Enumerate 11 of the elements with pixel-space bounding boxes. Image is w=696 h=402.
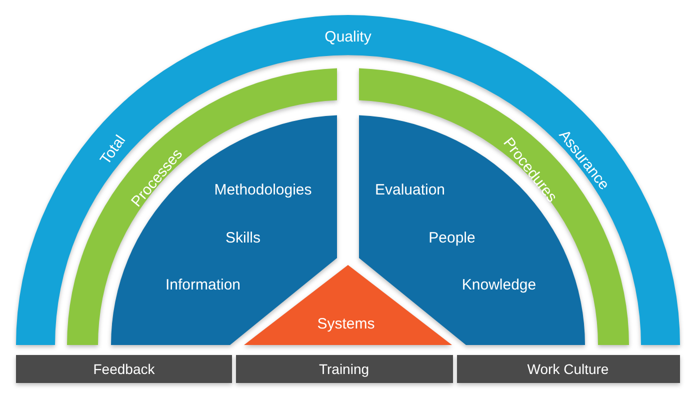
segment-label: Systems: [317, 316, 375, 332]
segment-label: Feedback: [93, 362, 155, 376]
segment-label: Skills: [226, 230, 260, 246]
segment-label: People: [428, 230, 476, 246]
segment-label: Information: [165, 278, 241, 292]
segment-label: Work Culture: [527, 362, 609, 376]
segment-label: Training: [318, 362, 370, 376]
segment-label: Evaluation: [374, 182, 446, 198]
segment-label: Knowledge: [462, 278, 536, 292]
segment-label: Methodologies: [214, 182, 312, 198]
segment-label: Quality: [324, 30, 372, 44]
